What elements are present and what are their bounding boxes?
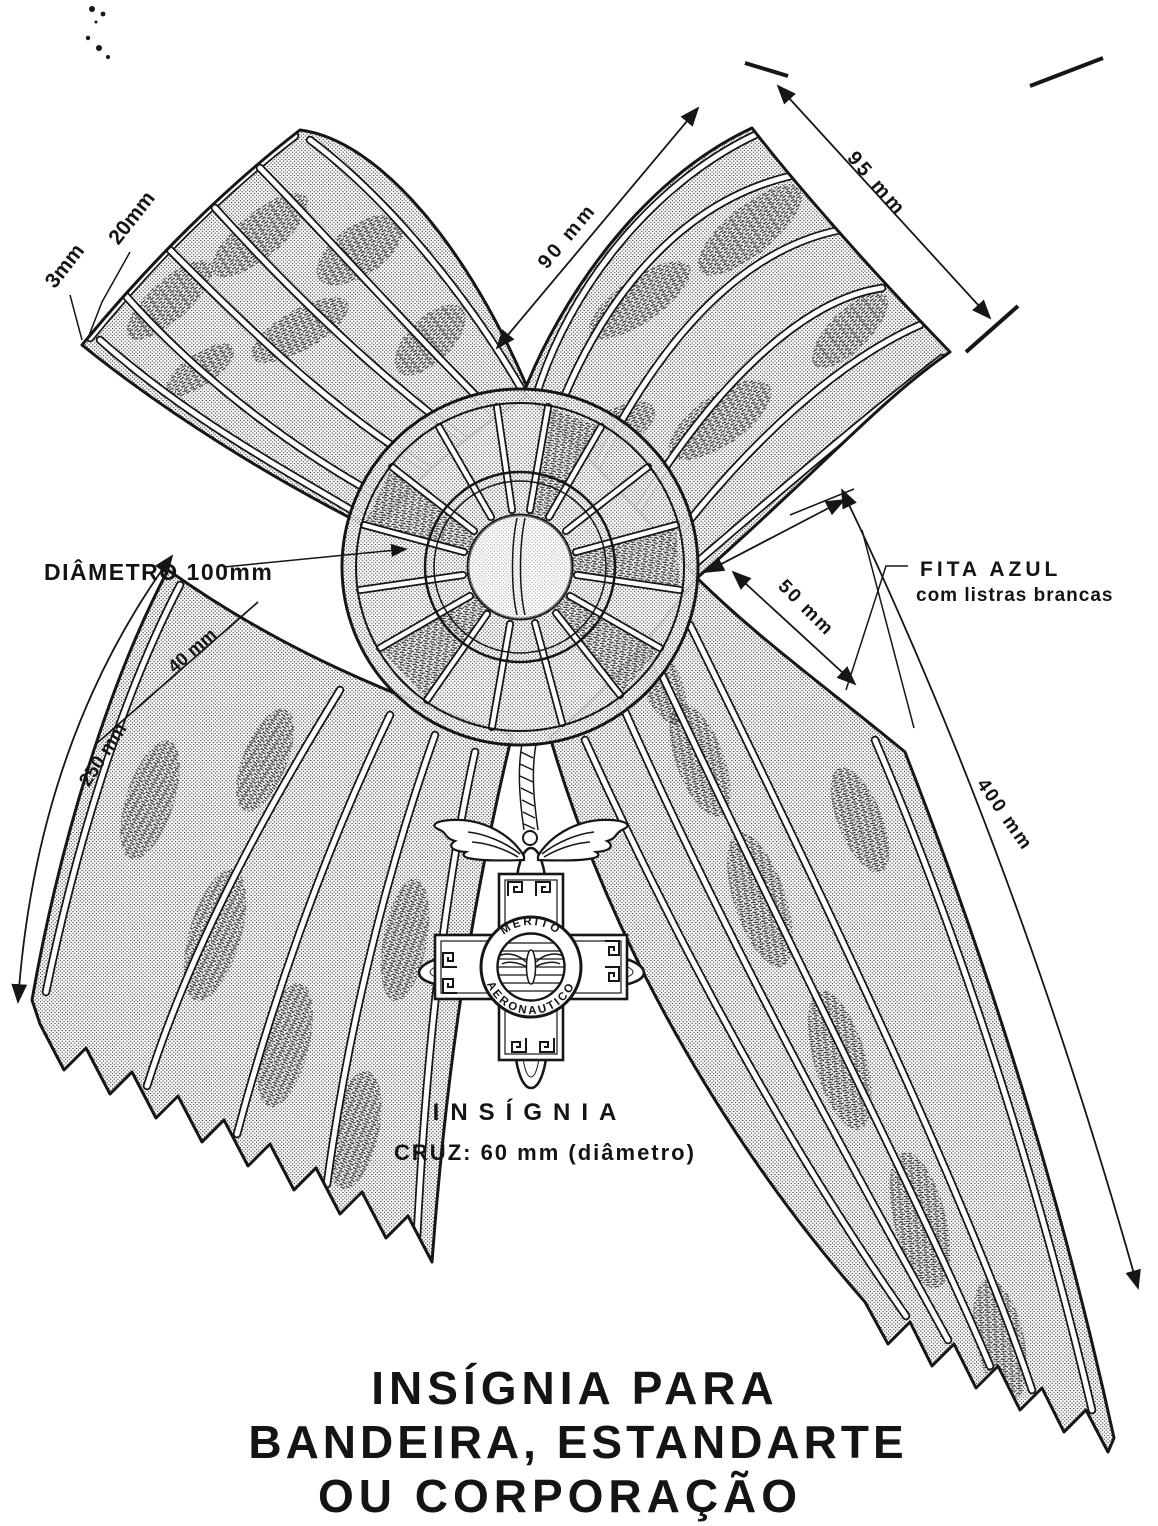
wings	[433, 818, 629, 862]
rosette-inner-ring	[423, 470, 617, 664]
ink-specks	[85, 6, 110, 59]
ribbon-tail-right	[548, 576, 1116, 1454]
emblem-blade	[525, 949, 537, 985]
leader-20mm	[87, 251, 131, 339]
dimension-lines	[11, 56, 1141, 1290]
label-20mm: 20mm	[104, 187, 159, 249]
emblem-wings	[498, 953, 564, 968]
rosette-pleats	[356, 403, 684, 731]
drawing-title: INSÍGNIA PARA BANDEIRA, ESTANDARTE OU CO…	[243, 1357, 908, 1526]
cord-ring	[522, 830, 538, 846]
label-rosette-diameter: DIÂMETRO 100mm	[44, 558, 273, 585]
title-line-3: OU CORPORAÇÃO	[318, 1470, 802, 1522]
caption-cruz: CRUZ: 60 mm (diâmetro)	[394, 1140, 696, 1165]
suspension-cord	[518, 743, 539, 846]
title-line-1: INSÍGNIA PARA	[371, 1362, 778, 1414]
label-95mm: 95 mm	[843, 147, 911, 221]
dimension-250mm-arc	[11, 554, 174, 1004]
dimension-400mm-arc	[841, 488, 1141, 1290]
rosette	[340, 387, 700, 747]
rosette-outer-rim	[340, 387, 700, 747]
label-listras-brancas: com listras brancas	[916, 585, 1113, 606]
label-fita-azul: FITA AZUL	[920, 558, 1061, 581]
dimension-95mm-line	[776, 84, 992, 320]
label-3mm: 3mm	[41, 240, 89, 293]
medal-center: MERITO AERONAUTICO	[479, 915, 583, 1019]
dimension-50mm-label-line	[731, 570, 857, 686]
leader-fita-azul-2	[861, 529, 915, 729]
dimension-50mm-width-line	[704, 499, 846, 573]
caption-insignia: INSÍGNIA	[433, 1098, 628, 1126]
leader-3mm	[69, 294, 83, 341]
label-50mm: 50 mm	[774, 576, 838, 640]
insignia-caption: INSÍGNIA CRUZ: 60 mm (diâmetro)	[394, 1098, 696, 1165]
title-line-2: BANDEIRA, ESTANDARTE	[248, 1416, 907, 1468]
leader-fita-azul-1	[845, 565, 908, 691]
rosette-outer-rim-inner-line	[355, 402, 685, 732]
rosette-center-crease	[511, 517, 526, 616]
leader-diameter	[223, 543, 408, 568]
dimension-90mm-line	[495, 106, 700, 350]
medal-cross: MERITO AERONAUTICO	[417, 818, 646, 1090]
